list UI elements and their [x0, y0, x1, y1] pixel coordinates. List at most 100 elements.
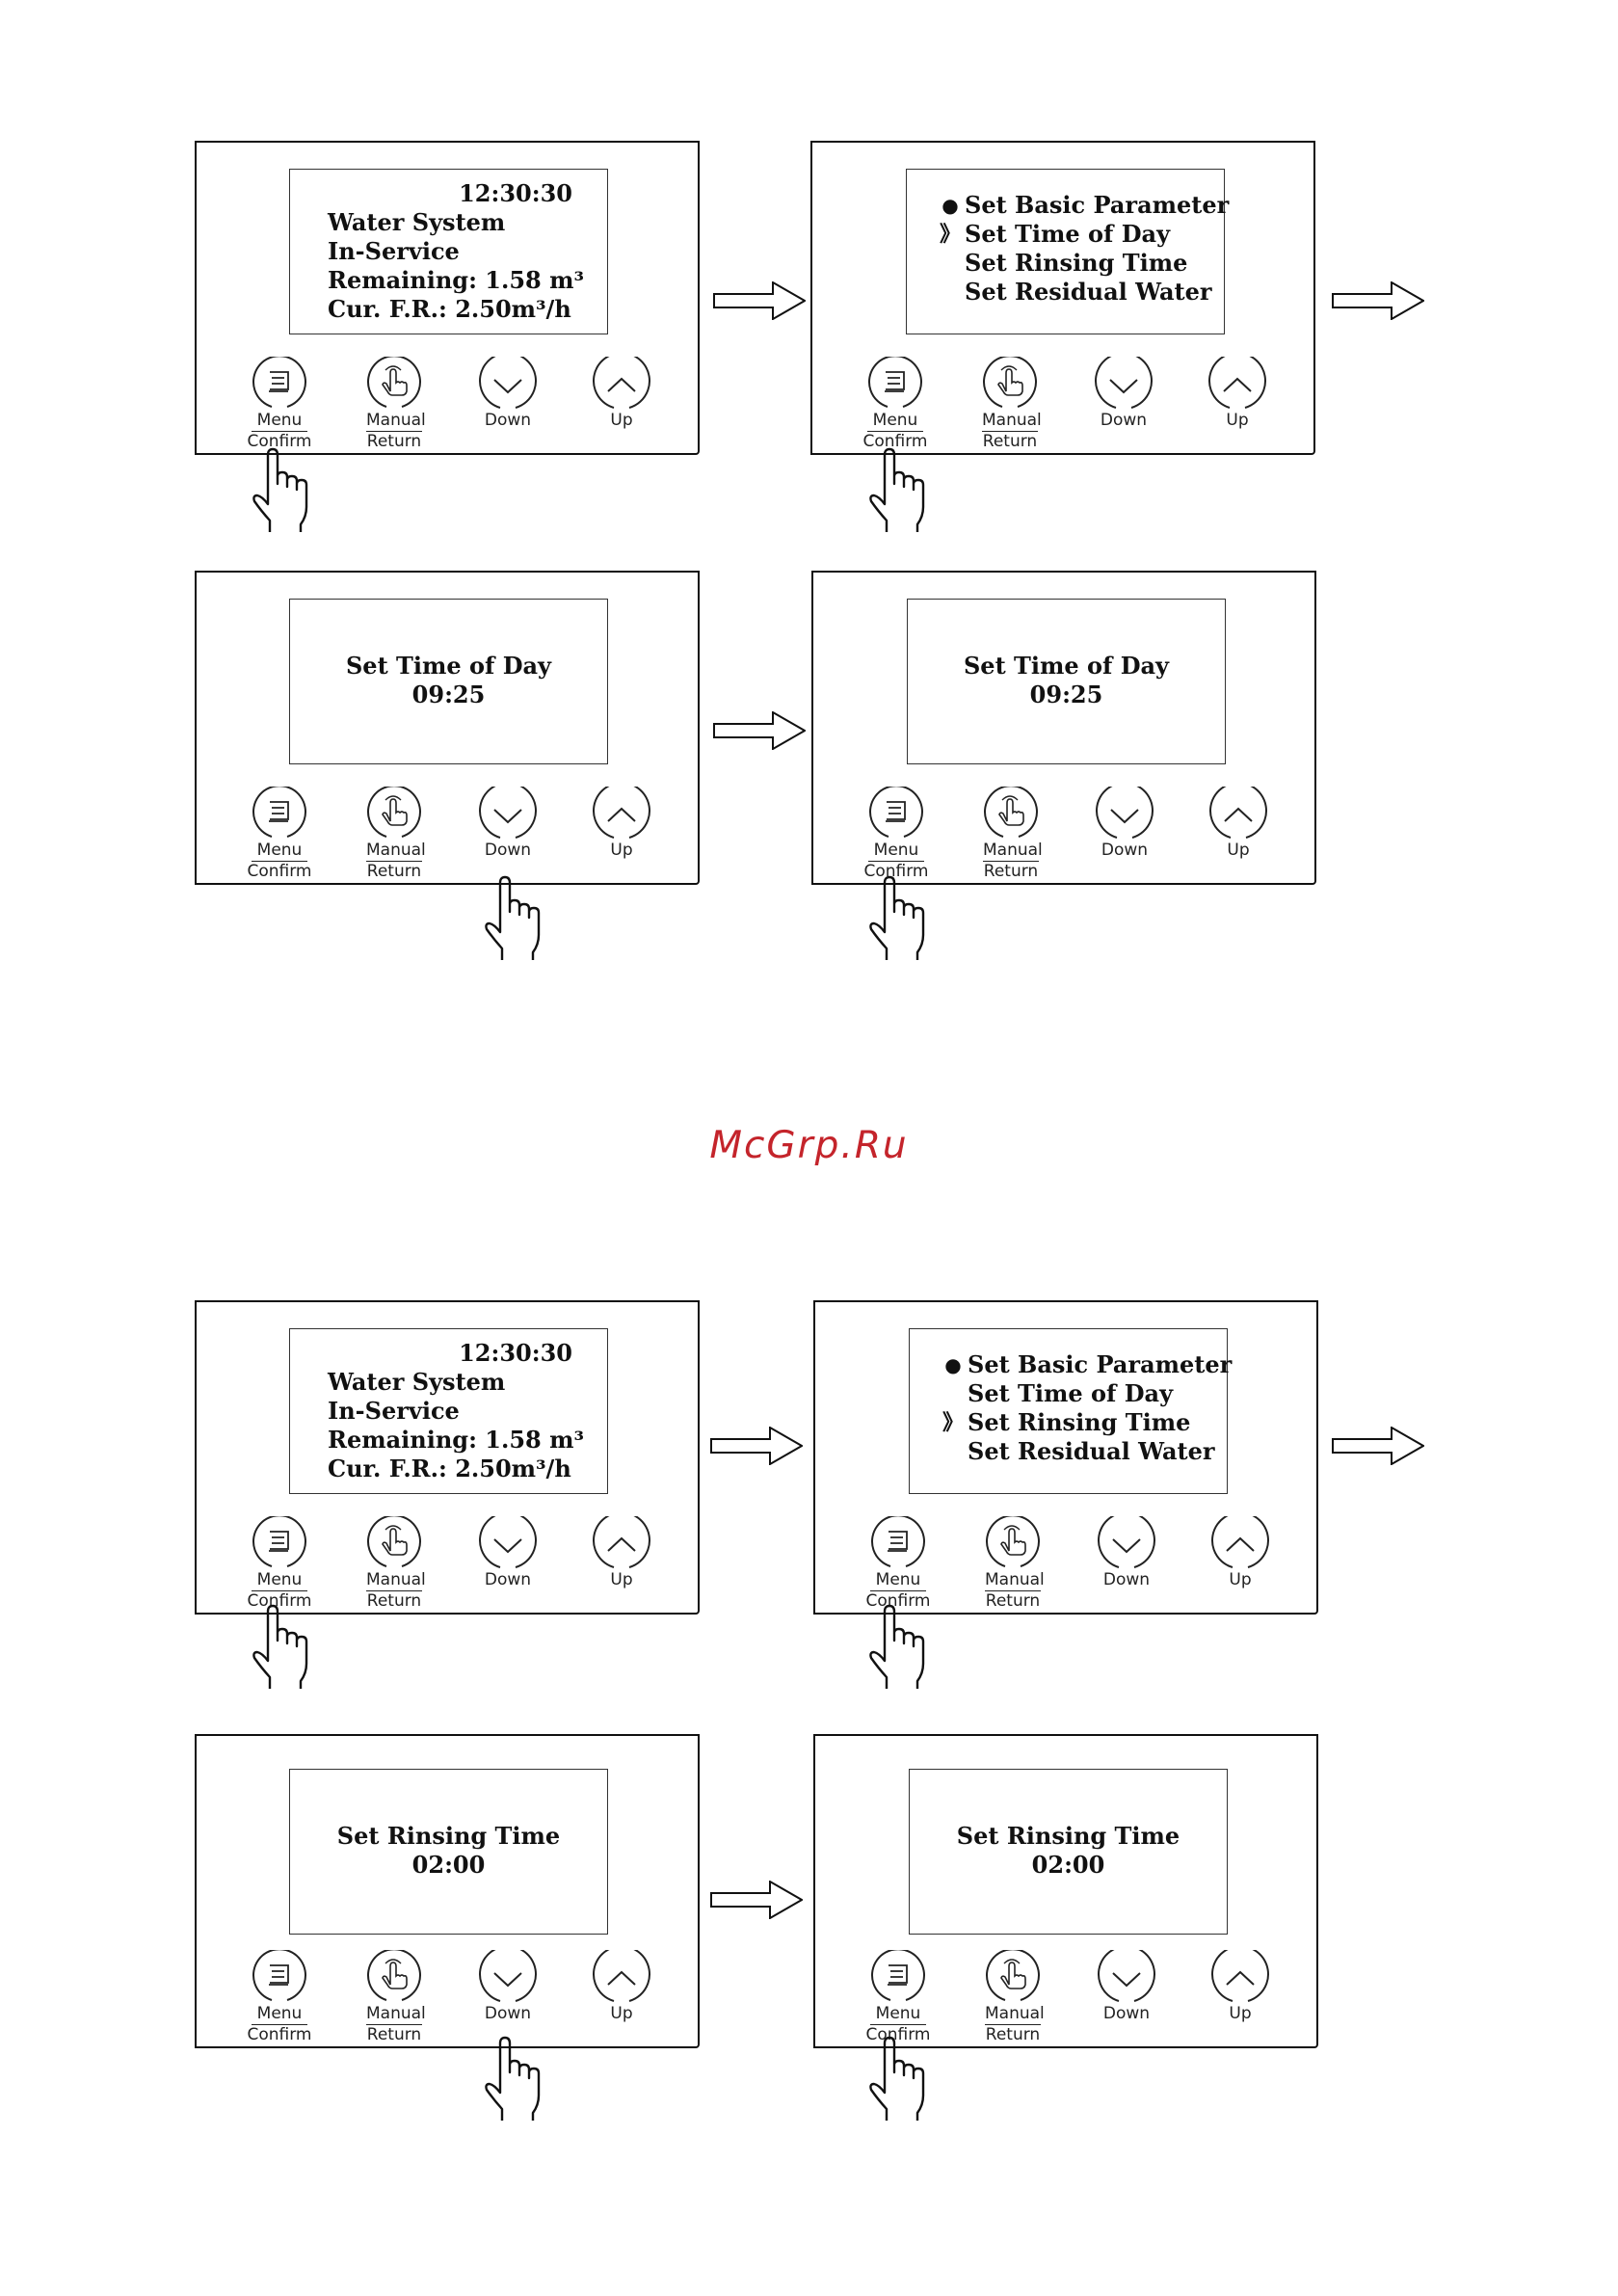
- up-button[interactable]: Up: [578, 1516, 665, 1590]
- chevron-down-icon: [474, 1950, 542, 2008]
- menu-confirm-button[interactable]: Menu Confirm: [853, 787, 940, 882]
- up-button[interactable]: Up: [578, 787, 665, 861]
- menu-confirm-button[interactable]: Menu Confirm: [852, 357, 939, 452]
- up-button[interactable]: Up: [1195, 787, 1282, 861]
- pointing-hand-icon: [484, 875, 551, 962]
- controller-panel-menu-1: ●Set Basic Parameter 》Set Time of Day Se…: [810, 141, 1315, 455]
- chevron-up-icon: [1204, 357, 1271, 414]
- menu-list-icon: [862, 787, 930, 844]
- menu-list-icon: [864, 1516, 932, 1574]
- menu-item-selected: 》Set Time of Day: [940, 220, 1171, 248]
- bullet-icon: ●: [944, 1353, 962, 1376]
- button-label: Confirm: [247, 1591, 312, 1611]
- chevron-down-icon: [474, 787, 542, 844]
- button-label: Down: [1100, 411, 1148, 430]
- chevron-up-icon: [588, 1516, 655, 1574]
- right-arrow-icon: [1332, 1427, 1424, 1465]
- up-button[interactable]: Up: [578, 1950, 665, 2024]
- button-label: Return: [366, 2025, 422, 2044]
- down-button[interactable]: Down: [464, 1950, 551, 2024]
- lcd-screen: Set Time of Day 09:25: [289, 599, 608, 764]
- pointing-hand-icon: [868, 1604, 936, 1691]
- controller-panel-rinse-set-1: Set Rinsing Time 02:00 Menu Confirm Manu…: [195, 1734, 700, 2048]
- menu-item: Set Residual Water: [965, 278, 1212, 306]
- lcd-screen: Set Time of Day 09:25: [907, 599, 1226, 764]
- button-label: Return: [366, 1591, 422, 1611]
- button-label: Return: [982, 432, 1038, 451]
- up-button[interactable]: Up: [1197, 1516, 1284, 1590]
- up-button[interactable]: Up: [1197, 1950, 1284, 2024]
- down-button[interactable]: Down: [464, 357, 551, 431]
- pointing-hand-icon: [252, 1604, 319, 1691]
- button-label: Manual: [985, 2004, 1045, 2025]
- menu-list-icon: [246, 1950, 313, 2008]
- button-label: Confirm: [865, 2025, 931, 2044]
- menu-confirm-button[interactable]: Menu Confirm: [236, 1950, 323, 2045]
- status-line: Cur. F.R.: 2.50m³/h: [328, 295, 571, 323]
- cursor-icon: 》: [940, 222, 962, 247]
- menu-confirm-button[interactable]: Menu Confirm: [855, 1950, 942, 2045]
- button-label: Up: [610, 2004, 633, 2023]
- controller-panel-rinse-set-2: Set Rinsing Time 02:00 Menu Confirm Manu…: [813, 1734, 1318, 2048]
- screen-value: 02:00: [1031, 1851, 1105, 1879]
- button-label: Confirm: [865, 1591, 931, 1611]
- right-arrow-icon: [713, 711, 806, 750]
- button-label: Confirm: [862, 432, 928, 451]
- lcd-screen: 12:30:30 Water System In-Service Remaini…: [289, 169, 608, 334]
- button-label: Menu: [252, 1570, 307, 1591]
- manual-return-button[interactable]: Manual Return: [351, 787, 438, 882]
- status-line: In-Service: [328, 237, 460, 265]
- down-button[interactable]: Down: [464, 1516, 551, 1590]
- manual-return-button[interactable]: Manual Return: [351, 1950, 438, 2045]
- manual-return-button[interactable]: Manual Return: [969, 1950, 1056, 2045]
- menu-list-icon: [246, 787, 313, 844]
- hand-press-icon: [360, 357, 428, 414]
- hand-press-icon: [360, 1516, 428, 1574]
- watermark-text: McGrp.Ru: [709, 1124, 909, 1167]
- manual-return-button[interactable]: Manual Return: [351, 357, 438, 452]
- controller-panel-time-set-1: Set Time of Day 09:25 Menu Confirm Manua…: [195, 571, 700, 885]
- lcd-screen: Set Rinsing Time 02:00: [909, 1769, 1228, 1935]
- cursor-icon: 》: [942, 1410, 965, 1435]
- button-label: Return: [985, 1591, 1041, 1611]
- button-label: Up: [610, 1570, 633, 1589]
- clock-display: 12:30:30: [459, 179, 572, 207]
- pointing-hand-icon: [484, 2036, 551, 2122]
- down-button[interactable]: Down: [1080, 357, 1167, 431]
- button-label: Return: [366, 432, 422, 451]
- up-button[interactable]: Up: [578, 357, 665, 431]
- button-label: Return: [985, 2025, 1041, 2044]
- menu-item: ●Set Basic Parameter: [942, 191, 1229, 220]
- menu-confirm-button[interactable]: Menu Confirm: [236, 357, 323, 452]
- button-label: Menu: [870, 2004, 926, 2025]
- manual-return-button[interactable]: Manual Return: [969, 1516, 1056, 1612]
- button-label: Manual: [366, 411, 426, 432]
- menu-item: Set Residual Water: [968, 1437, 1215, 1465]
- menu-confirm-button[interactable]: Menu Confirm: [236, 1516, 323, 1612]
- button-label: Confirm: [247, 432, 312, 451]
- down-button[interactable]: Down: [1083, 1516, 1170, 1590]
- right-arrow-icon: [710, 1427, 803, 1465]
- manual-return-button[interactable]: Manual Return: [351, 1516, 438, 1612]
- menu-list-icon: [862, 357, 929, 414]
- button-label: Menu: [252, 411, 307, 432]
- button-label: Down: [484, 841, 532, 860]
- button-label: Menu: [252, 841, 307, 862]
- status-line: Water System: [328, 1368, 506, 1396]
- down-button[interactable]: Down: [1081, 787, 1168, 861]
- menu-list-icon: [246, 1516, 313, 1574]
- button-label: Confirm: [247, 862, 312, 881]
- down-button[interactable]: Down: [464, 787, 551, 861]
- button-label: Up: [1227, 841, 1250, 860]
- menu-confirm-button[interactable]: Menu Confirm: [236, 787, 323, 882]
- menu-confirm-button[interactable]: Menu Confirm: [855, 1516, 942, 1612]
- pointing-hand-icon: [252, 447, 319, 534]
- button-label: Up: [610, 841, 633, 860]
- manual-return-button[interactable]: Manual Return: [967, 357, 1053, 452]
- manual-return-button[interactable]: Manual Return: [968, 787, 1054, 882]
- down-button[interactable]: Down: [1083, 1950, 1170, 2024]
- up-button[interactable]: Up: [1194, 357, 1281, 431]
- hand-press-icon: [360, 787, 428, 844]
- button-label: Down: [1102, 1570, 1151, 1589]
- pointing-hand-icon: [868, 875, 936, 962]
